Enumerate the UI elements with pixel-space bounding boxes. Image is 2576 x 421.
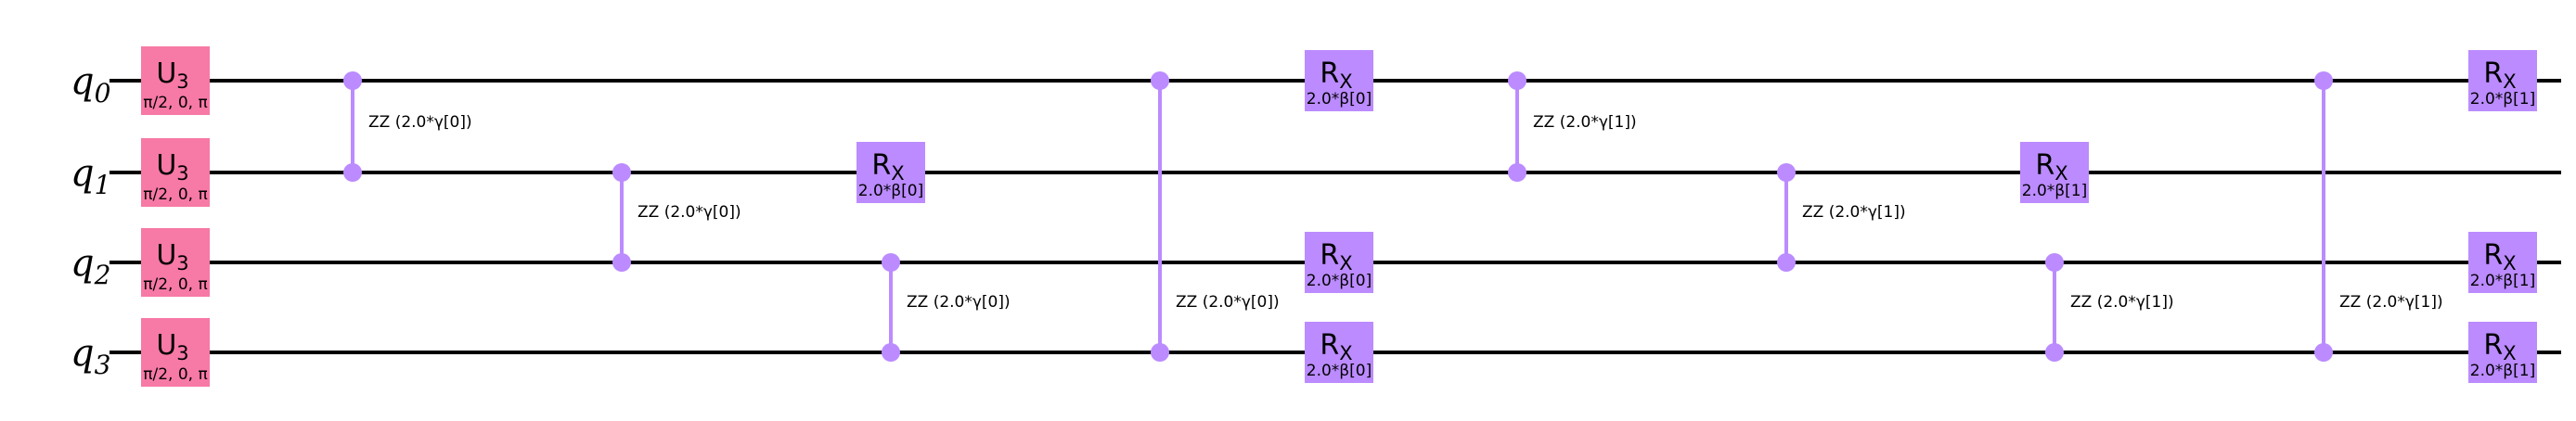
control-dot [2045, 343, 2064, 362]
rx-gate: RX2.0*β[0] [1305, 232, 1373, 293]
gate-params: 2.0*β[1] [2470, 90, 2535, 108]
zz-gate: ZZ (2.0*γ[1]) [1777, 163, 1906, 272]
zz-gate: ZZ (2.0*γ[0]) [1151, 71, 1280, 362]
zz-label: ZZ (2.0*γ[1]) [1533, 113, 1637, 132]
zz-label: ZZ (2.0*γ[1]) [1802, 203, 1906, 222]
u3-gate: U3π/2, 0, π [141, 138, 210, 207]
rx-gate-box [2020, 142, 2089, 203]
gate-params: 2.0*β[1] [2470, 272, 2535, 290]
control-dot [882, 253, 900, 272]
gate-params: π/2, 0, π [143, 365, 207, 384]
control-dot [2314, 343, 2333, 362]
u3-gate-box [141, 318, 210, 387]
control-dot [343, 163, 362, 182]
rx-gate: RX2.0*β[1] [2020, 142, 2089, 203]
gate-params: π/2, 0, π [143, 185, 207, 204]
rx-gate-box [1305, 50, 1373, 111]
gate-params: 2.0*β[0] [858, 182, 923, 200]
gate-params: 2.0*β[1] [2022, 182, 2087, 200]
control-dot [1508, 163, 1526, 182]
rx-gate-box [1305, 322, 1373, 383]
gate-params: 2.0*β[0] [1307, 90, 1372, 108]
gate-name: RX [2483, 239, 2516, 274]
rx-gate-box [857, 142, 925, 203]
rx-gate: RX2.0*β[1] [2468, 50, 2537, 111]
rx-gate: RX2.0*β[0] [1305, 50, 1373, 111]
u3-gate-box [141, 138, 210, 207]
u3-gate: U3π/2, 0, π [141, 318, 210, 387]
rx-gate: RX2.0*β[0] [1305, 322, 1373, 383]
u3-gate-box [141, 228, 210, 297]
control-dot [1777, 253, 1796, 272]
zz-label: ZZ (2.0*γ[1]) [2339, 293, 2443, 312]
zz-gate: ZZ (2.0*γ[0]) [882, 253, 1011, 362]
rx-gate-box [2468, 50, 2537, 111]
zz-gate: ZZ (2.0*γ[1]) [2314, 71, 2443, 362]
control-dot [1151, 71, 1169, 90]
qubit-label: q3 [71, 332, 110, 380]
zz-label: ZZ (2.0*γ[0]) [1176, 293, 1280, 312]
zz-gates: ZZ (2.0*γ[0]) ZZ (2.0*γ[0]) ZZ (2.0*γ[0]) Z… [343, 71, 2443, 362]
u3-gate-box [141, 46, 210, 115]
qubit-label: q1 [71, 152, 110, 200]
u3-gate: U3π/2, 0, π [141, 46, 210, 115]
zz-label: ZZ (2.0*γ[0]) [638, 203, 741, 222]
gate-params: π/2, 0, π [143, 275, 207, 294]
control-dot [2045, 253, 2064, 272]
rx-gate-box [2468, 232, 2537, 293]
qubit-label: q2 [71, 242, 110, 290]
rx-gate: RX2.0*β[0] [857, 142, 925, 203]
control-dot [2314, 71, 2333, 90]
qubit-label: q0 [71, 60, 110, 108]
qubit-labels: q0 q1 q2 q3 [71, 60, 110, 380]
control-dot [1777, 163, 1796, 182]
rx-gate: RX2.0*β[1] [2468, 322, 2537, 383]
zz-gate: ZZ (2.0*γ[1]) [2045, 253, 2174, 362]
control-dot [1508, 71, 1526, 90]
zz-label: ZZ (2.0*γ[0]) [368, 113, 472, 132]
rx-gate-box [2468, 322, 2537, 383]
gate-params: 2.0*β[0] [1307, 362, 1372, 380]
zz-label: ZZ (2.0*γ[1]) [2070, 293, 2174, 312]
gate-params: 2.0*β[0] [1307, 272, 1372, 290]
zz-gate: ZZ (2.0*γ[0]) [612, 163, 741, 272]
control-dot [612, 253, 631, 272]
gate-name: RX [1320, 329, 1352, 364]
control-dot [1151, 343, 1169, 362]
gate-name: U3 [156, 57, 188, 93]
zz-label: ZZ (2.0*γ[0]) [907, 293, 1011, 312]
u3-gate: U3π/2, 0, π [141, 228, 210, 297]
control-dot [343, 71, 362, 90]
control-dot [612, 163, 631, 182]
gate-params: 2.0*β[1] [2470, 362, 2535, 380]
zz-gate: ZZ (2.0*γ[1]) [1508, 71, 1637, 182]
rx-gate: RX2.0*β[1] [2468, 232, 2537, 293]
zz-gate: ZZ (2.0*γ[0]) [343, 71, 472, 182]
control-dot [882, 343, 900, 362]
qubit-wires [109, 79, 2561, 354]
rx-gate-box [1305, 232, 1373, 293]
gate-params: π/2, 0, π [143, 94, 207, 112]
